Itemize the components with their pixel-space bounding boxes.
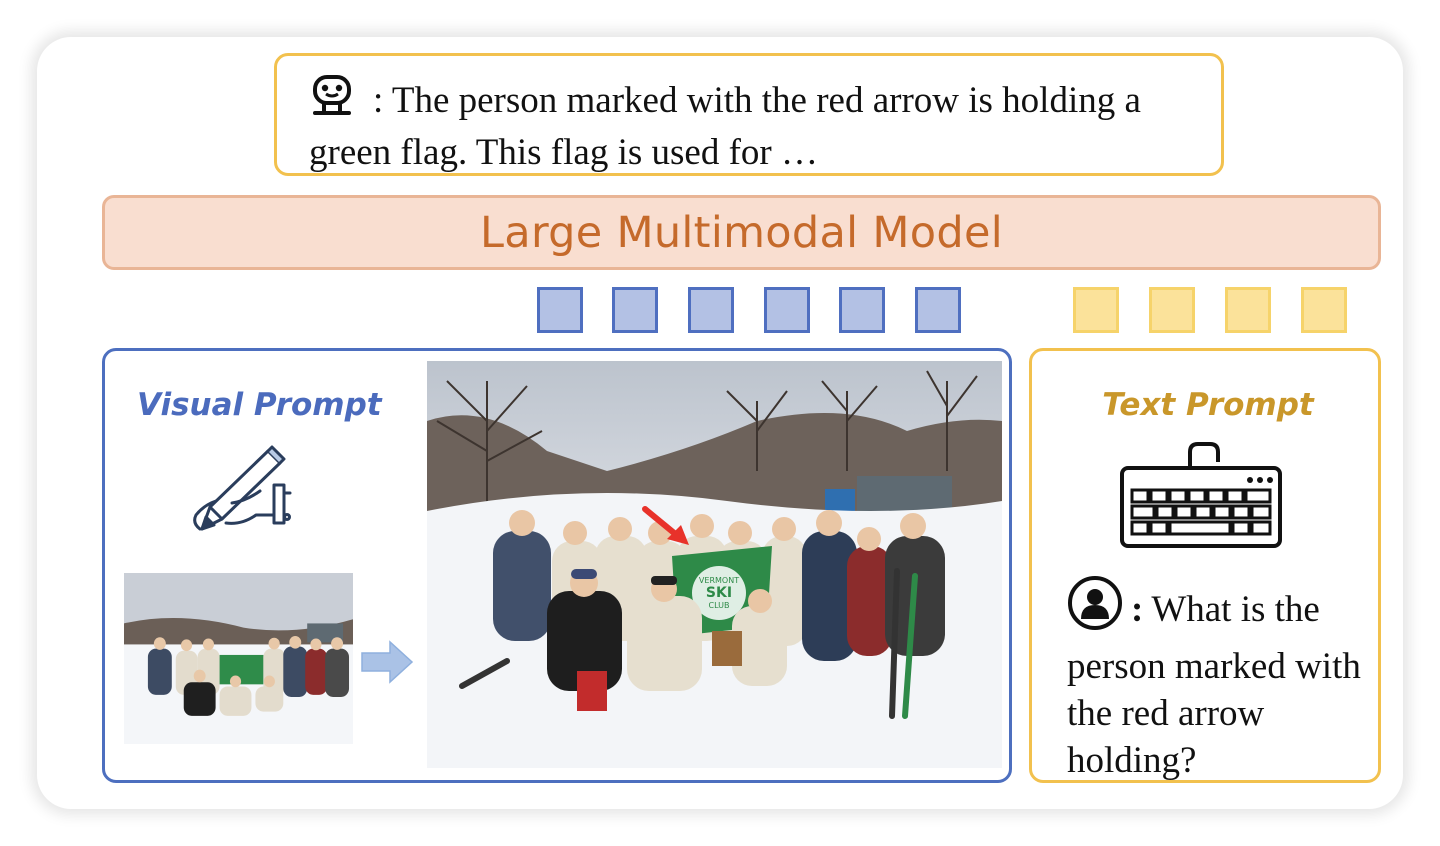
question-colon: : xyxy=(1131,589,1144,630)
visual-token xyxy=(688,287,734,333)
visual-token xyxy=(915,287,961,333)
text-token xyxy=(1073,287,1119,333)
visual-token xyxy=(537,287,583,333)
input-photo-small xyxy=(124,573,353,744)
robot-icon xyxy=(309,74,355,130)
model-bar: Large Multimodal Model xyxy=(102,195,1381,270)
visual-token xyxy=(612,287,658,333)
text-token xyxy=(1149,287,1195,333)
flag-text-line-2: SKI xyxy=(706,585,732,601)
model-title: Large Multimodal Model xyxy=(480,207,1003,258)
visual-prompt-panel: Visual Prompt xyxy=(102,348,1012,783)
question-text: What is the person marked with the red a… xyxy=(1067,589,1361,781)
visual-token xyxy=(764,287,810,333)
keyboard-icon xyxy=(1118,440,1284,555)
input-photo-marked: VERMONT SKI CLUB xyxy=(427,361,1002,768)
text-token xyxy=(1225,287,1271,333)
user-icon xyxy=(1067,575,1123,643)
arrow-right-icon xyxy=(360,640,414,689)
visual-token xyxy=(839,287,885,333)
flag-text-line-1: VERMONT xyxy=(699,576,739,585)
response-box: : The person marked with the red arrow i… xyxy=(274,53,1224,176)
text-token xyxy=(1301,287,1347,333)
user-question: :What is the person marked with the red … xyxy=(1067,575,1367,784)
flag-text-line-3: CLUB xyxy=(709,601,730,610)
pencil-hand-icon xyxy=(186,445,296,546)
response-text-container: : The person marked with the red arrow i… xyxy=(309,74,1209,176)
red-arrow-marker xyxy=(642,506,689,545)
text-prompt-title: Text Prompt xyxy=(1102,387,1314,423)
response-text: : The person marked with the red arrow i… xyxy=(309,80,1141,173)
text-prompt-panel: Text Prompt xyxy=(1029,348,1381,783)
visual-prompt-title: Visual Prompt xyxy=(137,387,382,423)
